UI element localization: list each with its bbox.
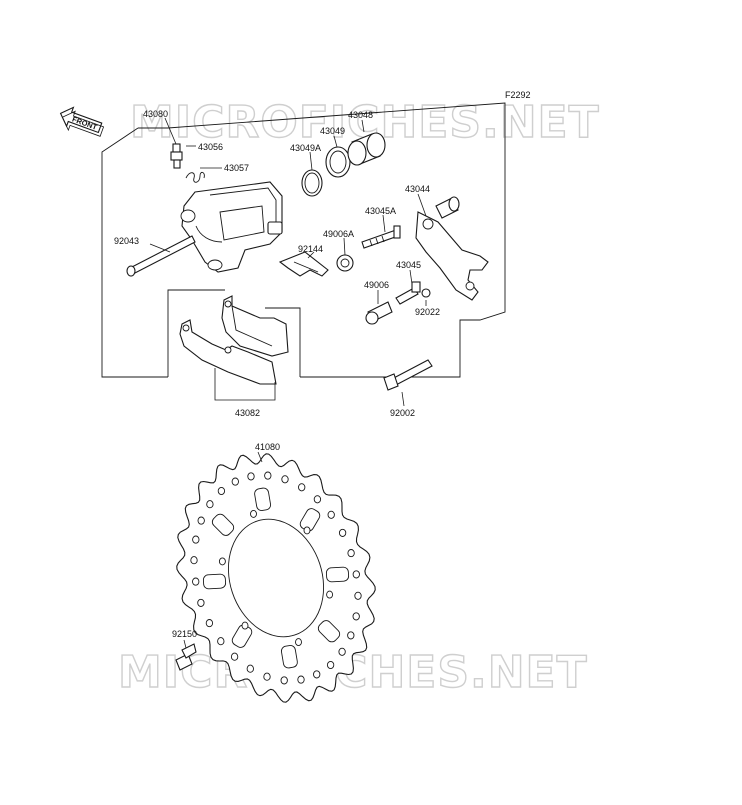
disc-cutout <box>254 487 272 511</box>
disc-drill-hole <box>205 619 214 628</box>
disc-drill-hole <box>354 591 362 600</box>
disc-drill-hole <box>281 475 289 484</box>
disc-drill-hole <box>231 477 239 486</box>
figure-code: F2292 <box>505 90 531 100</box>
disc-drill-hole <box>327 510 335 519</box>
label-43044: 43044 <box>405 184 430 194</box>
disc-drill-hole <box>347 549 355 558</box>
disc-drill-hole <box>298 483 306 492</box>
label-43048: 43048 <box>348 110 373 120</box>
label-92043: 92043 <box>114 236 139 246</box>
disc-drill-hole <box>197 598 205 607</box>
disc-drill-hole <box>247 472 255 481</box>
disc-drill-hole <box>192 577 200 586</box>
slide-pin-lower <box>395 281 421 305</box>
front-arrow-icon: FRONT <box>59 106 105 137</box>
label-92150: 92150 <box>172 629 197 639</box>
disc-drill-hole <box>190 556 198 565</box>
label-43082: 43082 <box>235 408 260 418</box>
label-49006A: 49006A <box>323 229 354 239</box>
pad-bracket-line <box>214 368 276 401</box>
label-43045A: 43045A <box>365 206 396 216</box>
disc-drill-hole <box>264 471 272 480</box>
slide-pin-upper <box>361 225 401 249</box>
bracket-bushing <box>435 196 460 219</box>
bracket-bolt <box>383 359 433 391</box>
brake-disc <box>176 453 376 703</box>
caliper-body <box>180 181 283 273</box>
pad-frame-right <box>265 307 301 377</box>
disc-bolt-hole <box>218 557 226 566</box>
disc-drill-hole <box>217 637 225 646</box>
label-43080: 43080 <box>143 109 168 119</box>
caliper-spring <box>185 171 205 183</box>
disc-drill-hole <box>280 676 288 685</box>
disc-drill-hole <box>352 612 360 621</box>
disc-bolt <box>175 643 197 671</box>
label-43049A: 43049A <box>290 143 321 153</box>
disc-drill-hole <box>192 535 200 544</box>
disc-cutout <box>202 573 227 590</box>
assembly-frame-right <box>167 102 506 378</box>
disc-bolt-hole <box>250 509 257 518</box>
label-92022: 92022 <box>415 307 440 317</box>
disc-drill-hole <box>313 670 321 679</box>
assembly-frame-left <box>101 127 168 378</box>
disc-drill-hole <box>263 672 271 681</box>
label-92144: 92144 <box>298 244 323 254</box>
disc-drill-hole <box>217 486 226 496</box>
disc-bolt-hole <box>295 638 302 647</box>
label-43049: 43049 <box>320 126 345 136</box>
disc-drill-hole <box>246 664 254 673</box>
disc-cutout <box>280 645 298 669</box>
disc-cutout <box>317 620 341 643</box>
label-43045: 43045 <box>396 260 421 270</box>
bleeder-valve <box>170 143 183 169</box>
disc-drill-hole <box>313 495 322 504</box>
pad-frame-left <box>167 289 225 377</box>
label-43057: 43057 <box>224 163 249 173</box>
disc-drill-hole <box>297 675 305 684</box>
leader-lines <box>149 117 427 649</box>
disc-drill-hole <box>338 647 346 656</box>
brake-pad-rear <box>179 319 277 385</box>
boot-lower <box>365 301 393 325</box>
caliper-piston <box>347 132 386 166</box>
caliper-bracket <box>415 211 489 301</box>
caliper-pin <box>126 235 196 277</box>
disc-bolt-hole <box>303 526 311 535</box>
label-49006: 49006 <box>364 280 389 290</box>
disc-bolt-hole <box>241 621 249 630</box>
o-ring <box>421 288 431 298</box>
label-92002: 92002 <box>390 408 415 418</box>
label-43056: 43056 <box>198 142 223 152</box>
disc-drill-hole <box>347 631 355 640</box>
disc-bolt-hole <box>326 590 334 599</box>
disc-cutout <box>325 566 350 583</box>
disc-hub <box>227 518 325 638</box>
disc-drill-hole <box>352 570 360 579</box>
disc-drill-hole <box>197 516 205 525</box>
disc-drill-hole <box>326 660 335 670</box>
disc-drill-hole <box>230 652 239 661</box>
part-labels: 43080 43056 43057 43049A 43049 43048 430… <box>114 109 440 639</box>
disc-drill-hole <box>338 528 347 537</box>
disc-drill-hole <box>206 500 214 509</box>
pad-spring <box>278 251 329 277</box>
brake-pad-front <box>221 295 289 357</box>
disc-cutout <box>211 513 235 536</box>
boot-upper <box>336 254 354 272</box>
label-41080: 41080 <box>255 442 280 452</box>
